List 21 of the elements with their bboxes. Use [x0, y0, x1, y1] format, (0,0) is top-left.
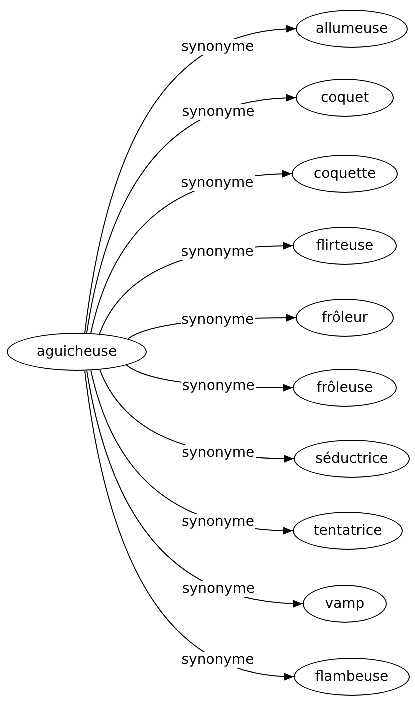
edge-label: synonyme [180, 652, 256, 668]
node-ellipse: frôleur [296, 299, 394, 337]
edge-label: synonyme [181, 514, 256, 530]
node-ellipse: vamp [303, 585, 387, 623]
node-ellipse: flirteuse [293, 227, 397, 265]
node-ellipse: coquet [296, 79, 394, 117]
node-ellipse: frôleuse [293, 369, 397, 407]
edge-label: synonyme [181, 104, 256, 120]
arrow [84, 370, 294, 680]
node-ellipse: séductrice [294, 440, 410, 478]
arrow [84, 26, 296, 334]
edge-label: synonyme [180, 175, 255, 192]
edge-label: synonyme [181, 445, 256, 462]
edge-label: synonyme [182, 580, 256, 597]
node-ellipse: flambeuse [294, 658, 410, 696]
edge-label: synonyme [180, 38, 256, 55]
node-ellipse: aguicheuse [7, 333, 147, 371]
node-ellipse: tentatrice [293, 512, 403, 550]
edge-label: synonyme [180, 244, 255, 260]
node-ellipse: coquette [292, 155, 398, 193]
node-ellipse: allumeuse [296, 10, 408, 48]
